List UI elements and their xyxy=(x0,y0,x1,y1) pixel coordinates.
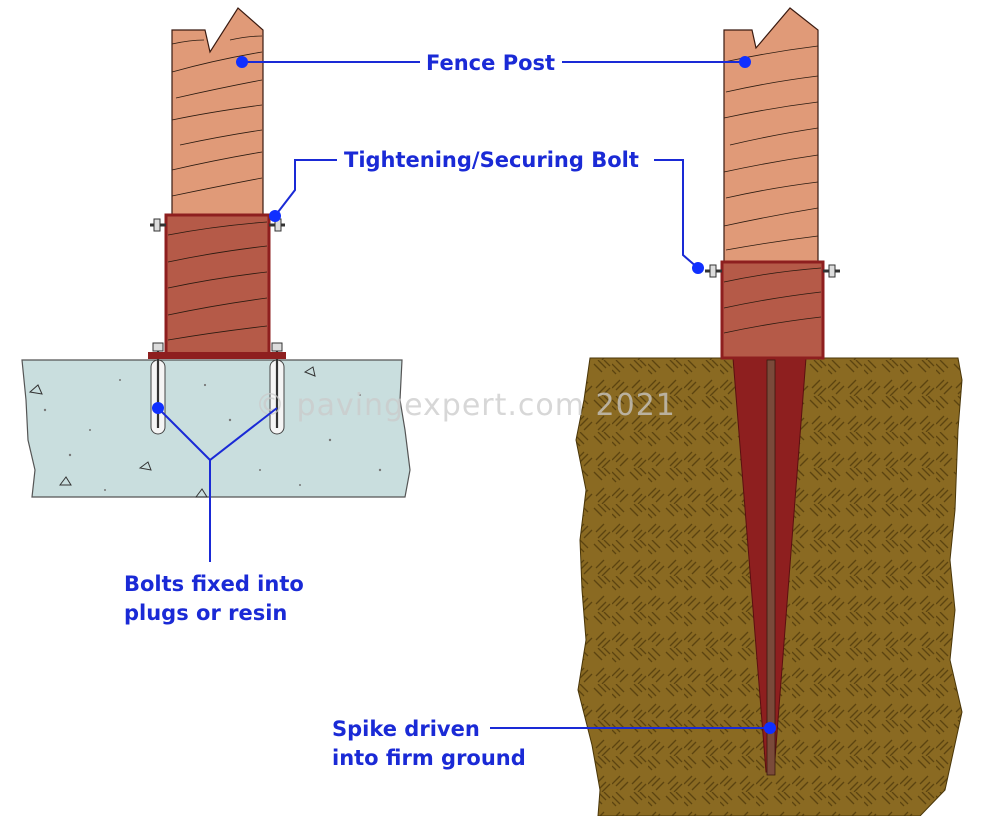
leader-bolts-fixed xyxy=(152,402,278,562)
fence-post-right xyxy=(723,7,819,265)
watermark: © pavingexpert.com 2021 xyxy=(255,388,676,423)
label-tightening-bolt: Tightening/Securing Bolt xyxy=(344,148,639,172)
label-bolts-fixed-line1: Bolts fixed into xyxy=(124,572,304,596)
leader-tightening-bolt xyxy=(269,159,704,274)
pointer-dot xyxy=(692,262,704,274)
tightening-bolt-left xyxy=(150,218,285,232)
pointer-dot xyxy=(152,402,164,414)
label-spike-line2: into firm ground xyxy=(332,746,526,770)
leader-fence-post xyxy=(236,56,751,68)
pointer-dot xyxy=(236,56,248,68)
tightening-bolt-right xyxy=(705,264,840,278)
anchor-bolts-left xyxy=(150,342,285,435)
leader-spike xyxy=(490,722,776,734)
post-bracket-left xyxy=(148,213,286,359)
pointer-dot xyxy=(269,210,281,222)
fence-post-left xyxy=(171,7,264,219)
pointer-dot xyxy=(764,722,776,734)
post-bracket-right xyxy=(720,260,825,360)
label-spike-line1: Spike driven xyxy=(332,717,480,741)
concrete-slab xyxy=(21,359,411,498)
label-bolts-fixed-line2: plugs or resin xyxy=(124,601,287,625)
pointer-dot xyxy=(739,56,751,68)
label-fence-post: Fence Post xyxy=(426,51,555,75)
